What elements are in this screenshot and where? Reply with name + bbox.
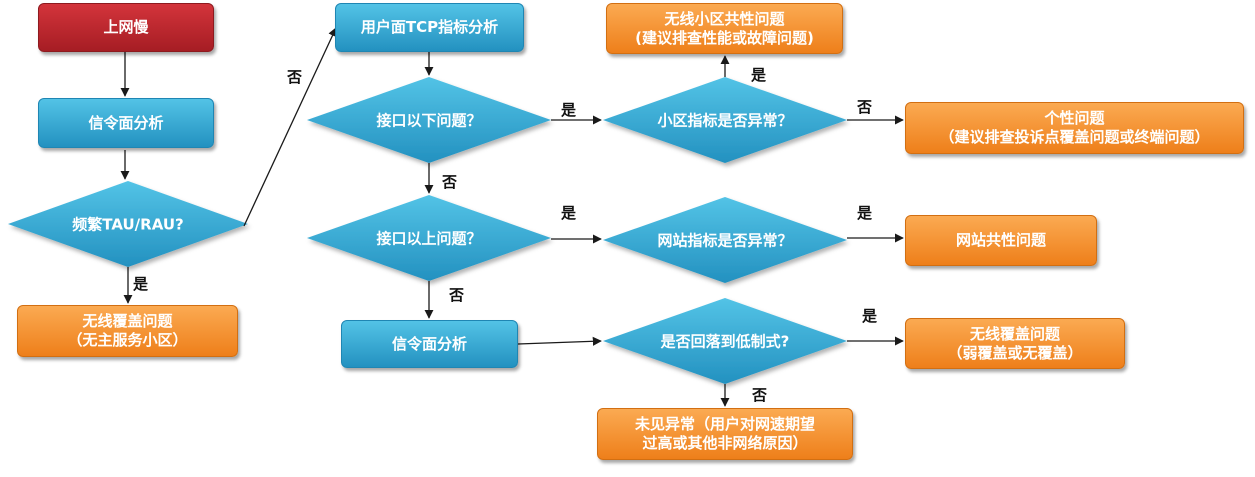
edge-signaling2-to-fallback xyxy=(517,336,602,346)
decision-above-interface-shape xyxy=(307,195,551,281)
node-weak-coverage: 无线覆盖问题 （弱覆盖或无覆盖） xyxy=(905,318,1125,369)
node-no-anomaly: 未见异常（用户对网速期望 过高或其他非网络原因） xyxy=(597,408,853,460)
node-tcp-analysis: 用户面TCP指标分析 xyxy=(335,3,524,52)
node-signaling-analysis-1-label: 信令面分析 xyxy=(88,113,164,132)
decision-cell-indicator-label: 小区指标是否异常？ xyxy=(657,111,793,130)
decision-below-interface-label: 接口以下问题？ xyxy=(376,111,482,130)
decision-site-indicator-label: 网站指标是否异常？ xyxy=(657,231,793,250)
node-weak-coverage-line1: 无线覆盖问题 xyxy=(969,324,1060,343)
node-cell-common-line1: 无线小区共性问题 xyxy=(664,9,785,28)
edge-label-tau-no: 否 xyxy=(287,68,303,86)
node-no-anomaly-line2: 过高或其他非网络原因） xyxy=(642,434,808,452)
node-no-coverage-line2: （无主服务小区） xyxy=(67,331,188,349)
decision-fallback-shape xyxy=(603,298,847,384)
decision-below-interface-shape xyxy=(307,77,551,163)
decision-site-indicator-shape xyxy=(603,197,847,283)
edge-tau-to-tcp xyxy=(243,27,337,227)
node-start-label: 上网慢 xyxy=(103,18,149,36)
node-signaling-analysis-1: 信令面分析 xyxy=(38,98,214,148)
node-signaling-analysis-2-label: 信令面分析 xyxy=(391,334,467,353)
decision-above-interface-label: 接口以上问题？ xyxy=(376,229,482,248)
node-site-common-issue: 网站共性问题 xyxy=(905,215,1097,266)
node-cell-common-issue: 无线小区共性问题 (建议排查性能或故障问题) xyxy=(606,3,843,54)
node-tcp-analysis-label: 用户面TCP指标分析 xyxy=(360,18,499,36)
decision-frequent-tau-label: 频繁TAU/RAU? xyxy=(72,215,184,234)
node-signaling-analysis-2: 信令面分析 xyxy=(341,320,518,368)
node-start: 上网慢 xyxy=(38,3,214,52)
edge-label-site-yes: 是 xyxy=(857,204,873,222)
node-no-coverage: 无线覆盖问题 （无主服务小区） xyxy=(17,305,238,357)
edge-label-fallback-yes: 是 xyxy=(862,307,878,325)
node-individual-issue: 个性问题 （建议排查投诉点覆盖问题或终端问题） xyxy=(905,102,1244,154)
node-weak-coverage-line2: （弱覆盖或无覆盖） xyxy=(947,343,1083,362)
node-no-anomaly-line1: 未见异常（用户对网速期望 xyxy=(634,415,815,433)
edge-label-above-yes: 是 xyxy=(561,204,577,222)
edge-label-below-yes: 是 xyxy=(561,101,577,119)
node-site-common-label: 网站共性问题 xyxy=(955,231,1046,249)
edge-label-below-no: 否 xyxy=(442,173,458,191)
edge-label-tau-yes: 是 xyxy=(133,275,149,293)
edge-label-above-no: 否 xyxy=(449,286,465,304)
node-individual-line1: 个性问题 xyxy=(1044,109,1105,127)
decision-fallback-label: 是否回落到低制式? xyxy=(660,332,790,351)
edge-label-cell-no: 否 xyxy=(857,98,873,116)
edge-label-cell-yes: 是 xyxy=(751,66,767,84)
decision-frequent-tau-shape xyxy=(8,181,248,267)
node-no-coverage-line1: 无线覆盖问题 xyxy=(82,312,173,330)
node-individual-line2: （建议排查投诉点覆盖问题或终端问题） xyxy=(939,128,1210,146)
node-cell-common-line2: (建议排查性能或故障问题) xyxy=(635,28,814,47)
decision-cell-indicator-shape xyxy=(603,77,847,163)
edge-label-fallback-no: 否 xyxy=(752,386,768,404)
